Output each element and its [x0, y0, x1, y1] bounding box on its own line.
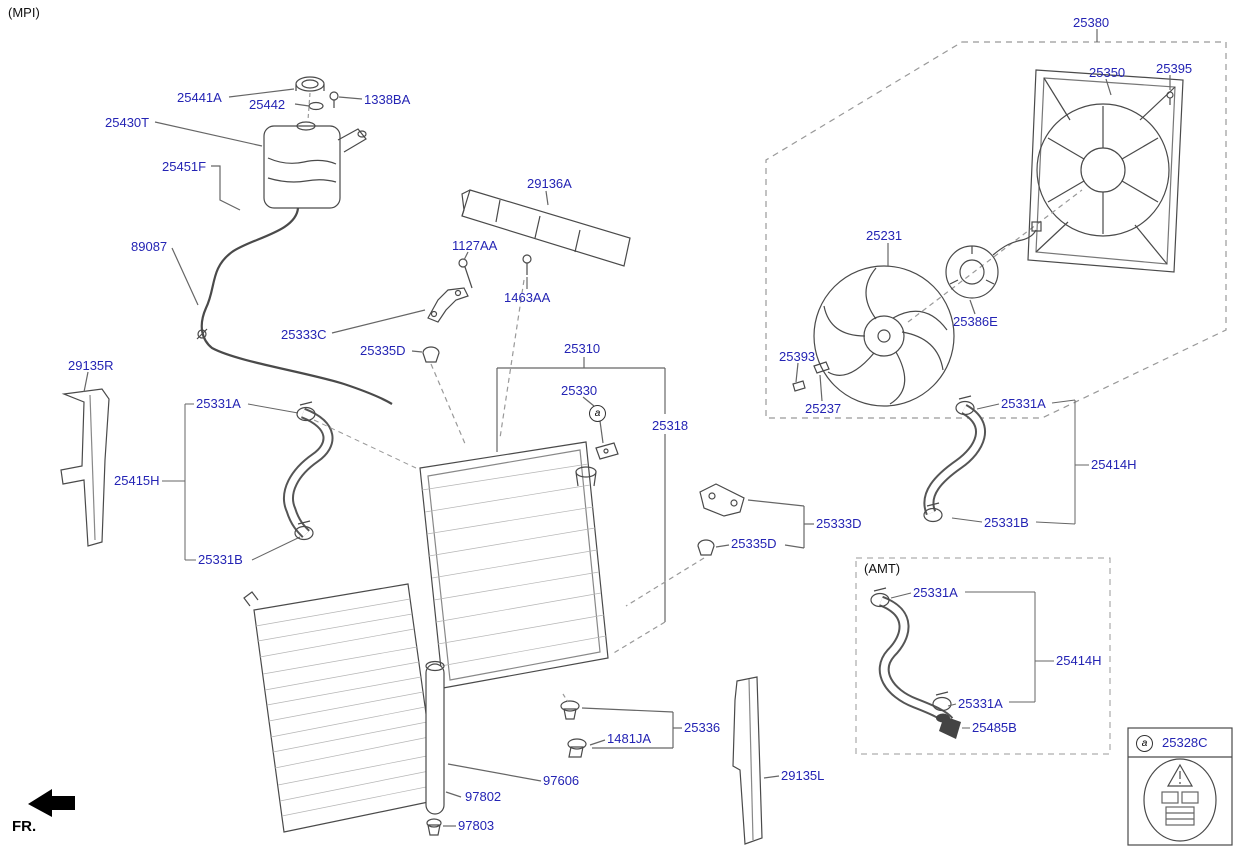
part-label-25414H[interactable]: 25414H [1056, 653, 1102, 668]
hose-clamp [294, 520, 314, 541]
part-label-25231[interactable]: 25231 [866, 228, 903, 243]
hose-clamp [870, 587, 890, 608]
cooling-fan-blade [813, 189, 1083, 407]
fan-mount-clips [792, 361, 830, 402]
connector-25485B [936, 713, 961, 739]
clip-25393 [792, 380, 806, 392]
part-label-25331A[interactable]: 25331A [958, 696, 1003, 711]
reference-marker-a: a [1136, 735, 1153, 752]
warning-triangle-icon [1166, 763, 1194, 787]
part-label-1338BA[interactable]: 1338BA [364, 92, 411, 107]
reference-marker-a: a [589, 405, 606, 422]
part-label-25485B[interactable]: 25485B [972, 720, 1017, 735]
assembly-dashed-boundary [765, 41, 1227, 419]
hose-clamp [932, 691, 952, 712]
legend-box [1127, 727, 1233, 846]
part-label-29135L[interactable]: 29135L [781, 768, 825, 783]
part-label-25350[interactable]: 25350 [1089, 65, 1126, 80]
part-label-25386E[interactable]: 25386E [953, 314, 998, 329]
fan-shroud-assembly [765, 29, 1227, 419]
front-direction-arrow [28, 789, 75, 817]
part-label-29136A[interactable]: 29136A [527, 176, 572, 191]
fan-shroud-outline [1027, 69, 1184, 273]
front-label: FR. [12, 818, 37, 835]
part-label-89087[interactable]: 89087 [131, 239, 168, 254]
part-label-1127AA[interactable]: 1127AA [452, 238, 498, 253]
part-25330-plate [595, 442, 619, 460]
radiator-bracket-25333D [625, 483, 814, 607]
radiator-hose-right [923, 395, 1089, 525]
part-label-25318[interactable]: 25318 [652, 418, 689, 433]
reservoir-bolt [329, 91, 339, 108]
radiator-support-member [331, 189, 631, 447]
reservoir-spout [337, 128, 367, 153]
drain-plug-mounts [560, 700, 587, 758]
part-label-97802[interactable]: 97802 [465, 789, 502, 804]
radiator-hose-left [162, 401, 417, 561]
bolt-1463AA [522, 254, 532, 275]
bolt-1127AA [458, 258, 473, 289]
part-label-25331A[interactable]: 25331A [196, 396, 241, 411]
air-guard-right [732, 676, 780, 845]
bracket-25333C [427, 287, 469, 323]
part-label-25237[interactable]: 25237 [805, 401, 842, 416]
part-label-25414H[interactable]: 25414H [1091, 457, 1137, 472]
hose-clip [196, 328, 208, 340]
condenser-assembly [243, 583, 542, 836]
engine-variant-note: (MPI) [8, 5, 40, 20]
pad-25237 [813, 361, 830, 374]
part-label-25335D[interactable]: 25335D [360, 343, 406, 358]
motor-wire [992, 229, 1037, 256]
radiator-core [419, 441, 609, 689]
part-label-25328C[interactable]: 25328C [1162, 735, 1208, 750]
amt-variant-box [855, 557, 1111, 755]
fan-motor [945, 221, 1042, 315]
part-label-97803[interactable]: 97803 [458, 818, 495, 833]
reservoir-tank-body [263, 125, 341, 209]
part-label-29135R[interactable]: 29135R [68, 358, 114, 373]
part-label-25395[interactable]: 25395 [1156, 61, 1193, 76]
hose-clamp [923, 502, 943, 523]
part-label-1463AA[interactable]: 1463AA [504, 290, 551, 305]
part-label-25331A[interactable]: 25331A [913, 585, 958, 600]
air-guard-left [60, 371, 110, 547]
part-label-25430T[interactable]: 25430T [105, 115, 150, 130]
part-label-25415H[interactable]: 25415H [114, 473, 160, 488]
shroud-bolt [1166, 91, 1174, 105]
part-label-25331A[interactable]: 25331A [1001, 396, 1046, 411]
part-label-25441A[interactable]: 25441A [177, 90, 222, 105]
part-label-25380[interactable]: 25380 [1073, 15, 1110, 30]
part-label-25335D[interactable]: 25335D [731, 536, 777, 551]
transmission-variant-note: (AMT) [864, 561, 901, 576]
part-label-25310[interactable]: 25310 [564, 341, 601, 356]
part-label-25331B[interactable]: 25331B [984, 515, 1029, 530]
hose-clamp [296, 401, 316, 422]
part-label-25330[interactable]: 25330 [561, 383, 598, 398]
clip-25335D-upper [422, 346, 440, 363]
hose-clamp [955, 395, 975, 416]
part-label-25333D[interactable]: 25333D [816, 516, 862, 531]
caution-label-icons [1161, 791, 1199, 826]
reservoir-tank-assembly [154, 76, 393, 405]
clip-25335D-lower [697, 539, 715, 556]
part-label-1481JA[interactable]: 1481JA [607, 731, 652, 746]
part-label-25442[interactable]: 25442 [249, 97, 286, 112]
radiator-filler-neck [575, 466, 597, 487]
radiator [419, 357, 682, 758]
reservoir-hose [200, 207, 393, 405]
receiver-drier [425, 660, 445, 815]
part-label-25393[interactable]: 25393 [779, 349, 816, 364]
part-label-97606[interactable]: 97606 [543, 773, 580, 788]
part-label-25331B[interactable]: 25331B [198, 552, 243, 567]
part-label-25451F[interactable]: 25451F [162, 159, 207, 174]
part-label-25333C[interactable]: 25333C [281, 327, 327, 342]
part-label-25336[interactable]: 25336 [684, 720, 721, 735]
drier-cap [426, 818, 442, 836]
